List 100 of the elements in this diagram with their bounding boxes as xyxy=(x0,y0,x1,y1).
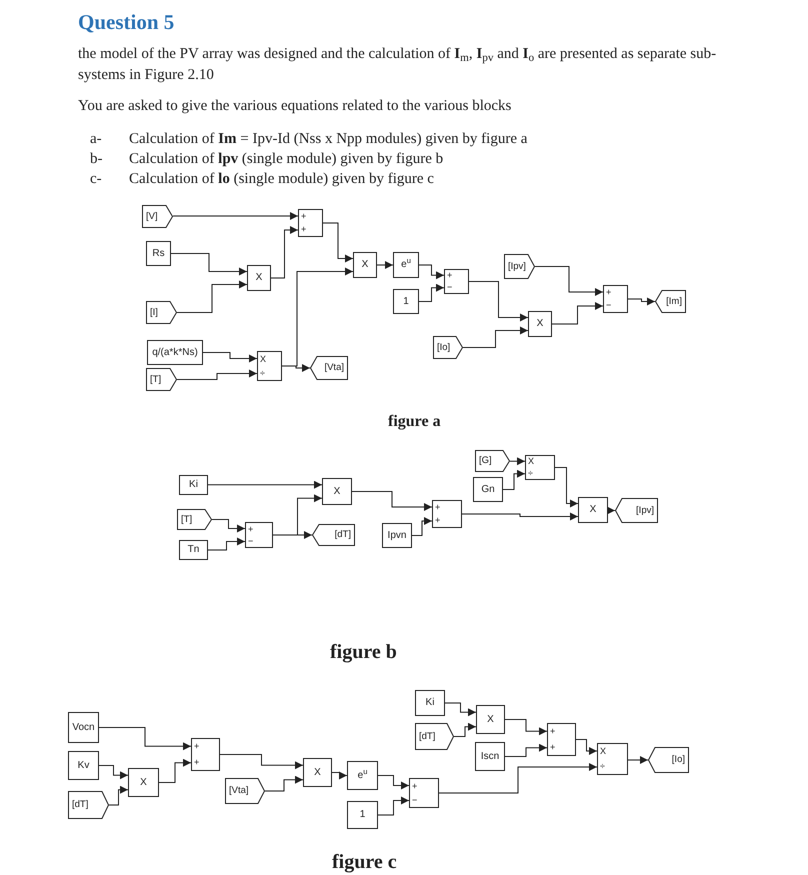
signal-arrow xyxy=(607,506,616,514)
list-item: Calculation of Im = Ipv-Id (Nss x Npp modules) given by figure a xyxy=(129,130,528,149)
signal-arrow xyxy=(504,719,548,736)
goto-tag xyxy=(615,498,658,523)
port-sign: ÷ xyxy=(528,468,533,478)
port-sign: + xyxy=(435,516,440,525)
signal-arrow xyxy=(462,512,578,520)
from-tag xyxy=(504,254,535,279)
product-block xyxy=(247,265,271,291)
divide-block xyxy=(597,743,628,775)
product-block xyxy=(353,252,377,278)
port-sign: − xyxy=(412,796,418,804)
figure-caption: figure b xyxy=(330,640,398,665)
from-tag xyxy=(225,778,265,804)
signal-arrow xyxy=(462,326,528,348)
constant-block xyxy=(473,477,503,502)
port-sign: ÷ xyxy=(260,368,265,378)
block-label: Kv xyxy=(78,760,90,770)
signal-arrow xyxy=(272,531,312,539)
block-label: q/(a*k*Ns) xyxy=(152,348,198,358)
port-sign: − xyxy=(606,301,612,310)
signal-arrow xyxy=(628,298,656,306)
signal-arrow xyxy=(502,470,526,490)
constant-block xyxy=(179,540,208,560)
tag-label: [Io] xyxy=(437,342,450,352)
sum-block xyxy=(432,500,462,528)
constant-block xyxy=(146,241,171,266)
constant-block xyxy=(382,523,412,548)
port-sign: X xyxy=(528,457,534,466)
port-sign: + xyxy=(412,782,418,790)
constant-block xyxy=(475,742,505,771)
tag-label: [Vta] xyxy=(324,363,344,373)
signal-arrow xyxy=(510,457,526,466)
signal-arrow xyxy=(552,302,604,324)
block-label: Ki xyxy=(426,698,434,708)
from-tag xyxy=(68,791,109,819)
exp-block xyxy=(347,761,378,790)
signal-arrow xyxy=(98,765,128,780)
signal-arrow xyxy=(220,754,304,770)
tag-label: [dT] xyxy=(72,800,88,810)
signal-arrow xyxy=(438,763,598,794)
block-label: X xyxy=(487,714,494,724)
signal-arrow xyxy=(208,538,246,550)
from-tag xyxy=(146,368,177,391)
sum-block xyxy=(245,522,273,548)
signal-arrow xyxy=(332,772,348,780)
from-tag xyxy=(146,301,177,324)
tag-label: [Io] xyxy=(672,755,685,765)
port-sign: X xyxy=(260,354,266,364)
block-label: Ki xyxy=(189,480,198,490)
figure-caption: figure a xyxy=(388,412,442,432)
signal-arrow xyxy=(352,491,432,511)
goto-tag xyxy=(310,356,348,380)
constant-block xyxy=(68,751,99,780)
product-block xyxy=(528,311,552,337)
port-sign: + xyxy=(248,524,254,534)
heading: Question 5 xyxy=(78,9,174,36)
from-tag xyxy=(433,336,463,359)
block-label: X xyxy=(314,768,321,778)
block-label: X xyxy=(334,486,340,496)
port-sign: + xyxy=(447,271,452,280)
tag-label: [T] xyxy=(181,514,192,524)
product-block xyxy=(578,497,608,523)
port-sign: X xyxy=(600,747,606,756)
tag-label: [Vta] xyxy=(229,786,249,796)
port-sign: + xyxy=(194,758,200,767)
constant-block xyxy=(393,289,419,314)
signal-arrow xyxy=(98,727,192,750)
exp-block xyxy=(393,252,419,278)
constant-block xyxy=(347,801,378,829)
block-label: 1 xyxy=(403,296,409,306)
signal-arrow xyxy=(378,775,410,790)
divide-block xyxy=(525,455,555,480)
port-sign: − xyxy=(248,536,254,546)
block-label: X xyxy=(362,260,368,270)
from-tag xyxy=(142,205,173,228)
block-label: Iscn xyxy=(480,752,500,762)
signal-arrow xyxy=(282,268,354,366)
port-sign: + xyxy=(301,212,306,221)
block-label: Vocn xyxy=(72,722,95,732)
signal-arrow xyxy=(378,796,410,816)
signal-arrow xyxy=(108,786,128,806)
port-sign: + xyxy=(606,288,612,297)
block-label: Ipvn xyxy=(388,530,406,540)
signal-arrow xyxy=(176,370,258,380)
paragraph: the model of the PV array was designed and the calculation of I$_{m}$, I$_{pv}$ and I$_{o}$ are presented as separate sub-systems in Figure 2.10 xyxy=(78,45,718,85)
tag-label: [T] xyxy=(150,374,162,384)
port-sign: ÷ xyxy=(600,762,605,771)
constant-block xyxy=(179,475,208,495)
product-block xyxy=(128,768,159,797)
from-tag xyxy=(177,509,212,530)
signal-arrow xyxy=(534,266,604,296)
signal-arrow xyxy=(418,284,444,302)
sum-block xyxy=(191,738,220,771)
list-item: Calculation of lo (single module) given by figure c xyxy=(129,170,435,189)
constant-block xyxy=(147,340,203,365)
goto-tag xyxy=(655,290,686,313)
tag-label: [I] xyxy=(150,308,158,318)
list-marker: a- xyxy=(90,130,103,149)
tag-label: [G] xyxy=(479,456,492,466)
